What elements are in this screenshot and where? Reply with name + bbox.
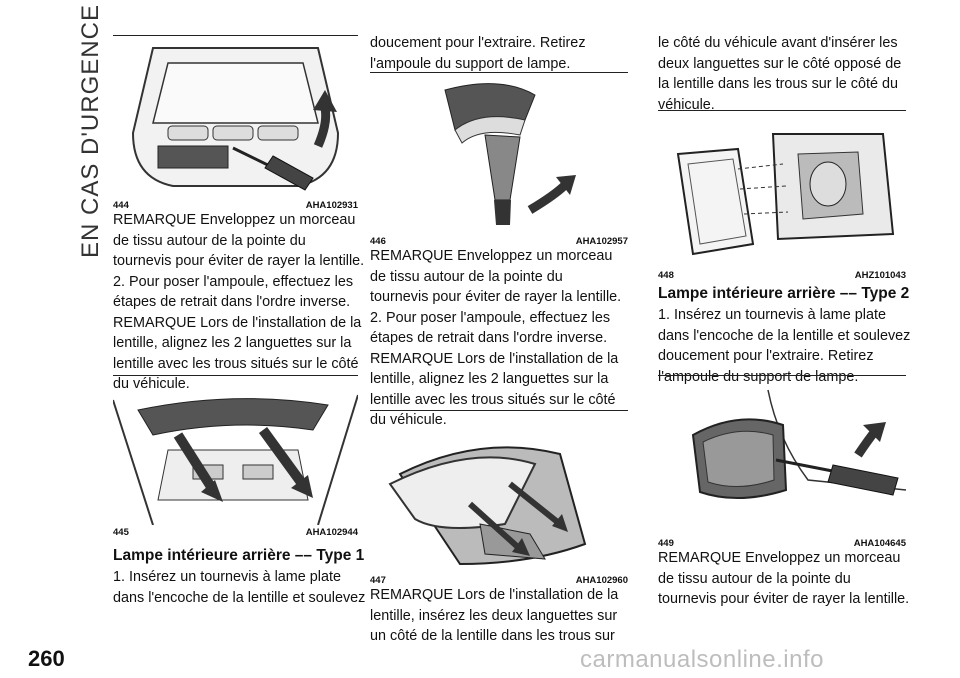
text-line: REMARQUE Enveloppez un morceau bbox=[370, 248, 613, 264]
figure-code: AHA102944 bbox=[305, 527, 358, 538]
figure-code: AHA102931 bbox=[305, 200, 358, 211]
figure-445-caption: 445 AHA102944 bbox=[113, 527, 358, 538]
text-line: dans l'encoche de la lentille et souleve… bbox=[113, 589, 366, 606]
figure-top-rule bbox=[370, 410, 628, 411]
figure-446-illustration bbox=[370, 75, 628, 233]
figure-447-illustration bbox=[370, 414, 628, 568]
figure-444-caption: 444 AHA102931 bbox=[113, 200, 358, 211]
figure-number: 447 bbox=[370, 575, 386, 586]
col3-paragraph-0: le côté du véhicule avant d'insérer les … bbox=[658, 33, 901, 115]
figure-444-illustration bbox=[113, 38, 358, 198]
figure-449-illustration bbox=[658, 380, 906, 530]
text-line: REMARQUE Lors de l'installation de la bbox=[370, 350, 619, 367]
figure-top-rule bbox=[113, 35, 358, 36]
figure-top-rule bbox=[370, 72, 628, 73]
text-line: lentille avec les trous situés sur le cô… bbox=[370, 391, 616, 408]
col2-paragraph-0: doucement pour l'extraire. Retirez l'amp… bbox=[370, 33, 586, 74]
col2-paragraph-1: REMARQUE Enveloppez un morceau de tissu … bbox=[370, 246, 621, 431]
text-line: de tissu autour de la pointe du bbox=[658, 570, 851, 587]
section-side-title: EN CAS D'URGENCE bbox=[77, 4, 104, 258]
text-line: lentille avec les trous situés sur le cô… bbox=[113, 355, 359, 372]
figure-top-rule bbox=[113, 375, 358, 376]
figure-code: AHA104645 bbox=[853, 538, 906, 549]
text-line: 2. Pour poser l'ampoule, effectuez les bbox=[370, 309, 611, 326]
text-line: l'ampoule du support de lampe. bbox=[370, 55, 571, 72]
col3-paragraph-2: REMARQUE Enveloppez un morceau de tissu … bbox=[658, 548, 909, 610]
text-line: deux languettes sur le côté opposé de bbox=[658, 55, 902, 72]
text-line: de tissu autour de la pointe du bbox=[113, 232, 306, 249]
figure-number: 445 bbox=[113, 527, 129, 538]
text-line: REMARQUE Enveloppez un morceau bbox=[658, 550, 901, 566]
text-line: l'ampoule du support de lampe. bbox=[658, 368, 859, 385]
text-line: 2. Pour poser l'ampoule, effectuez les bbox=[113, 273, 354, 290]
watermark: carmanualsonline.info bbox=[580, 646, 824, 673]
col1-paragraph-2: 1. Insérez un tournevis à lame plate dan… bbox=[113, 567, 365, 608]
text-line: lentille, alignez les 2 languettes sur l… bbox=[370, 371, 609, 387]
text-line: de tissu autour de la pointe du bbox=[370, 268, 563, 285]
text-line: le côté du véhicule avant d'insérer les bbox=[658, 35, 898, 51]
figure-number: 446 bbox=[370, 236, 386, 247]
figure-code: AHZ101043 bbox=[854, 270, 906, 281]
figure-top-rule bbox=[658, 375, 906, 376]
text-line: REMARQUE Lors de l'installation de la bbox=[113, 314, 362, 331]
figure-number: 449 bbox=[658, 538, 674, 549]
text-line: tournevis pour éviter de rayer la lentil… bbox=[370, 289, 622, 305]
figure-449-caption: 449 AHA104645 bbox=[658, 538, 906, 549]
text-line: lentille, insérez les deux languettes su… bbox=[370, 607, 618, 624]
text-line: doucement pour l'extraire. Retirez bbox=[370, 35, 586, 51]
figure-top-rule bbox=[658, 110, 906, 111]
figure-code: AHA102960 bbox=[575, 575, 628, 586]
text-line: du véhicule. bbox=[370, 412, 447, 428]
text-line: 1. Insérez un tournevis à lame plate bbox=[113, 569, 341, 585]
text-line: 1. Insérez un tournevis à lame plate bbox=[658, 307, 886, 323]
col1-paragraph-1: REMARQUE Enveloppez un morceau de tissu … bbox=[113, 210, 364, 395]
text-line: étapes de retrait dans l'ordre inverse. bbox=[370, 330, 608, 346]
text-line: dans l'encoche de la lentille et souleve… bbox=[658, 327, 911, 344]
figure-448-caption: 448 AHZ101043 bbox=[658, 270, 906, 281]
figure-number: 444 bbox=[113, 200, 129, 211]
figure-code: AHA102957 bbox=[575, 236, 628, 247]
text-line: lentille, alignez les 2 languettes sur l… bbox=[113, 335, 352, 351]
text-line: REMARQUE Enveloppez un morceau bbox=[113, 212, 356, 228]
text-line: du véhicule. bbox=[113, 376, 190, 392]
text-line: REMARQUE Lors de l'installation de la bbox=[370, 587, 619, 603]
text-line: tournevis pour éviter de rayer la lentil… bbox=[113, 253, 365, 269]
figure-445-illustration bbox=[113, 380, 358, 525]
col3-paragraph-1: 1. Insérez un tournevis à lame plate dan… bbox=[658, 305, 910, 387]
section-heading-type2: Lampe intérieure arrière –– Type 2 bbox=[658, 285, 910, 302]
page-number: 260 bbox=[28, 646, 65, 671]
col2-paragraph-2: REMARQUE Lors de l'installation de la le… bbox=[370, 585, 618, 647]
figure-448-illustration bbox=[658, 114, 906, 264]
figure-number: 448 bbox=[658, 270, 674, 281]
text-line: étapes de retrait dans l'ordre inverse. bbox=[113, 294, 351, 310]
text-line: véhicule. bbox=[658, 96, 715, 113]
text-line: tournevis pour éviter de rayer la lentil… bbox=[658, 591, 910, 607]
text-line: la lentille dans les trous sur le côté d… bbox=[658, 76, 898, 92]
text-line: doucement pour l'extraire. Retirez bbox=[658, 348, 874, 364]
figure-446-caption: 446 AHA102957 bbox=[370, 236, 628, 247]
figure-447-caption: 447 AHA102960 bbox=[370, 575, 628, 586]
text-line: un côté de la lentille dans les trous su… bbox=[370, 628, 615, 644]
section-heading-type1: Lampe intérieure arrière –– Type 1 bbox=[113, 547, 365, 564]
